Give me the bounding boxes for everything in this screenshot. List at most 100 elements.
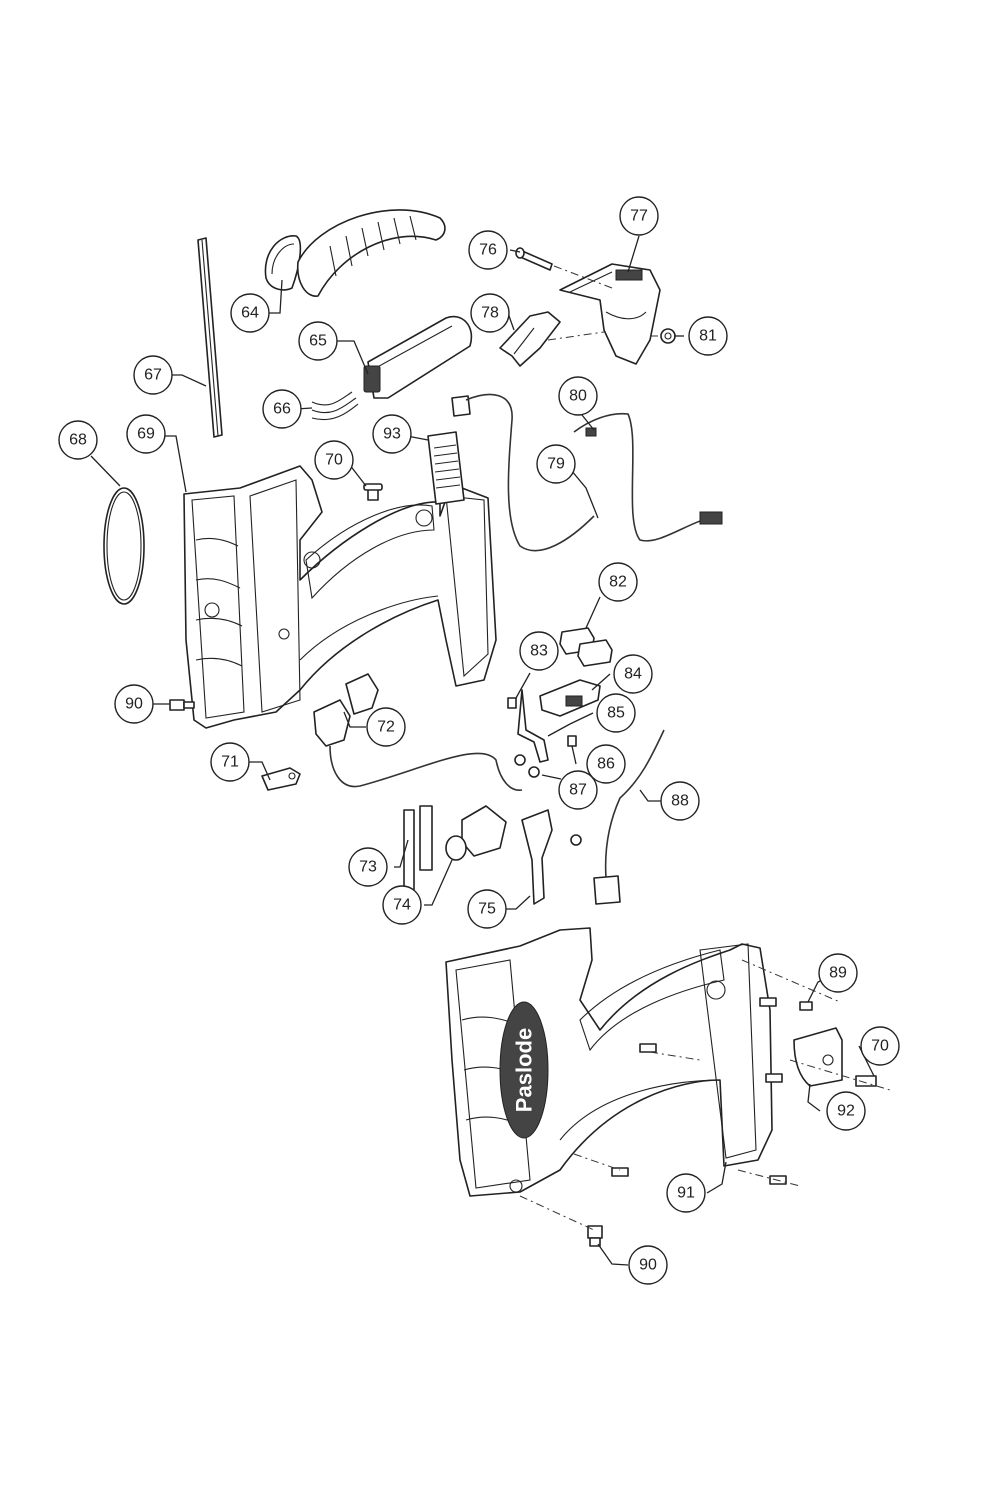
callout-82: 82 [598, 562, 638, 602]
callout-87: 87 [558, 770, 598, 810]
svg-text:66: 66 [273, 401, 291, 418]
callout-76: 76 [468, 230, 508, 270]
callout-64: 64 [230, 293, 270, 333]
callout-91: 91 [666, 1173, 706, 1213]
part-screw-90-lower [587, 1225, 603, 1247]
callout-71: 71 [210, 742, 250, 782]
callout-66: 66 [262, 389, 302, 429]
svg-text:77: 77 [630, 208, 648, 225]
part-top-cap [559, 263, 661, 365]
part-switch-assembly [539, 679, 601, 717]
svg-text:67: 67 [144, 367, 162, 384]
part-pads [559, 627, 613, 667]
svg-text:75: 75 [478, 901, 496, 918]
svg-text:93: 93 [383, 426, 401, 443]
part-warning-label [427, 431, 465, 505]
callout-83: 83 [519, 631, 559, 671]
svg-text:71: 71 [221, 754, 239, 771]
part-wire-harness-80 [573, 412, 723, 542]
part-end-cap [264, 235, 302, 291]
callout-92: 92 [826, 1091, 866, 1131]
callout-77: 77 [619, 196, 659, 236]
callout-88: 88 [660, 781, 700, 821]
part-top-grip-cover [296, 209, 446, 297]
callout-79: 79 [536, 444, 576, 484]
svg-text:64: 64 [241, 305, 259, 322]
callout-86: 86 [586, 744, 626, 784]
svg-text:92: 92 [837, 1103, 855, 1120]
callout-84: 84 [613, 654, 653, 694]
callout-65: 65 [298, 321, 338, 361]
part-clip [261, 767, 301, 791]
svg-text:70: 70 [325, 452, 343, 469]
callout-67: 67 [133, 355, 173, 395]
svg-text:86: 86 [597, 756, 615, 773]
svg-text:72: 72 [377, 719, 395, 736]
callout-68: 68 [58, 420, 98, 460]
callout-80: 80 [558, 376, 598, 416]
part-trigger-link [499, 311, 561, 367]
part-small-clip [507, 697, 517, 709]
part-clip-plate [793, 1027, 843, 1087]
callout-85: 85 [596, 693, 636, 733]
svg-text:74: 74 [393, 897, 411, 914]
svg-text:78: 78 [481, 305, 499, 322]
part-bracket-75 [521, 809, 553, 905]
svg-text:90: 90 [639, 1257, 657, 1274]
part-screws-87 [514, 754, 582, 846]
callout-90-lower: 90 [628, 1245, 668, 1285]
svg-text:80: 80 [569, 388, 587, 405]
part-housing-left [183, 465, 497, 729]
part-screw-upper [363, 483, 383, 501]
svg-text:91: 91 [677, 1185, 695, 1202]
callout-78: 78 [470, 293, 510, 333]
brand-logo-text: Paslode [512, 1028, 537, 1112]
svg-text:90: 90 [125, 696, 143, 713]
callouts: 64 65 66 67 68 69 70 70 71 72 73 74 75 7… [58, 196, 900, 1285]
part-battery-pack [363, 315, 473, 399]
svg-text:79: 79 [547, 456, 565, 473]
svg-text:69: 69 [137, 426, 155, 443]
assembly-lines [519, 265, 891, 1231]
part-motor [445, 805, 507, 861]
callout-73: 73 [348, 847, 388, 887]
part-wire-88 [593, 729, 665, 905]
svg-text:82: 82 [609, 574, 627, 591]
callout-93: 93 [372, 414, 412, 454]
part-sensor-assembly [313, 673, 523, 791]
svg-text:87: 87 [569, 782, 587, 799]
svg-text:85: 85 [607, 705, 625, 722]
part-bracket [517, 689, 549, 763]
svg-text:88: 88 [671, 793, 689, 810]
part-wire-harness-79 [451, 393, 595, 552]
part-pin [515, 247, 553, 271]
callout-69: 69 [126, 414, 166, 454]
callout-90-upper: 90 [114, 684, 154, 724]
callout-72: 72 [366, 707, 406, 747]
callout-70-upper: 70 [314, 440, 354, 480]
callout-70-lower: 70 [860, 1026, 900, 1066]
svg-text:73: 73 [359, 859, 377, 876]
svg-text:84: 84 [624, 666, 642, 683]
svg-text:83: 83 [530, 643, 548, 660]
part-flat-cable [311, 391, 359, 421]
svg-text:76: 76 [479, 242, 497, 259]
svg-text:81: 81 [699, 328, 717, 345]
part-lens-cover [103, 487, 145, 605]
svg-text:89: 89 [829, 965, 847, 982]
part-spacer [567, 735, 577, 747]
svg-text:70: 70 [871, 1038, 889, 1055]
svg-text:65: 65 [309, 333, 327, 350]
callout-75: 75 [467, 889, 507, 929]
callout-81: 81 [688, 316, 728, 356]
callout-89: 89 [818, 953, 858, 993]
part-plunger [403, 805, 433, 891]
svg-text:68: 68 [69, 432, 87, 449]
part-nut [660, 328, 676, 344]
part-rail-strip [197, 237, 223, 438]
part-screw-lower [855, 1075, 877, 1087]
part-housing-right: Paslode [445, 927, 773, 1197]
part-screw-90-upper [169, 699, 195, 711]
callout-74: 74 [382, 885, 422, 925]
